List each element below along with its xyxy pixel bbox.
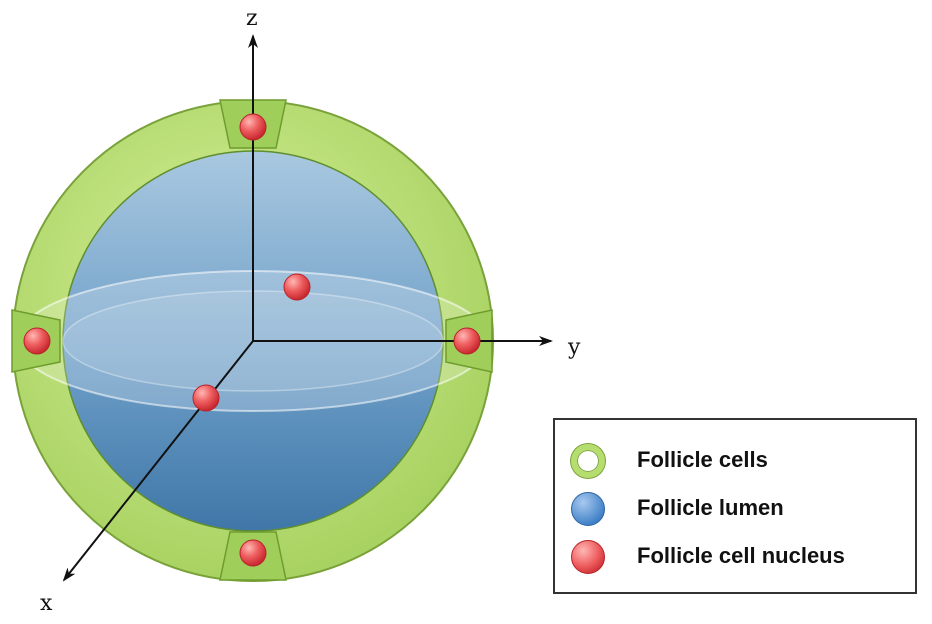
z-axis-label: z bbox=[246, 6, 258, 31]
nucleus-front bbox=[192, 384, 220, 412]
nucleus-top bbox=[239, 113, 267, 141]
legend: Follicle cells Follicle lumen Follicle c… bbox=[553, 418, 917, 594]
nucleus-back bbox=[283, 273, 311, 301]
x-axis-label: x bbox=[40, 591, 53, 616]
nucleus-circle-icon bbox=[571, 540, 605, 574]
nucleus-right bbox=[453, 327, 481, 355]
legend-item-follicle-cell-nucleus: Follicle cell nucleus bbox=[555, 536, 915, 576]
nucleus-bottom bbox=[239, 539, 267, 567]
nucleus-left bbox=[23, 327, 51, 355]
legend-label-follicle-cell-nucleus: Follicle cell nucleus bbox=[637, 543, 845, 568]
legend-label-follicle-cells: Follicle cells bbox=[637, 447, 768, 472]
follicle-lumen-circle-icon bbox=[571, 492, 605, 526]
follicle-cells-ring-icon bbox=[571, 444, 605, 478]
legend-item-follicle-cells: Follicle cells bbox=[555, 440, 915, 480]
x-axis bbox=[62, 340, 254, 582]
y-axis-label: y bbox=[567, 335, 581, 360]
legend-label-follicle-lumen: Follicle lumen bbox=[637, 495, 784, 520]
legend-item-follicle-lumen: Follicle lumen bbox=[555, 488, 915, 528]
